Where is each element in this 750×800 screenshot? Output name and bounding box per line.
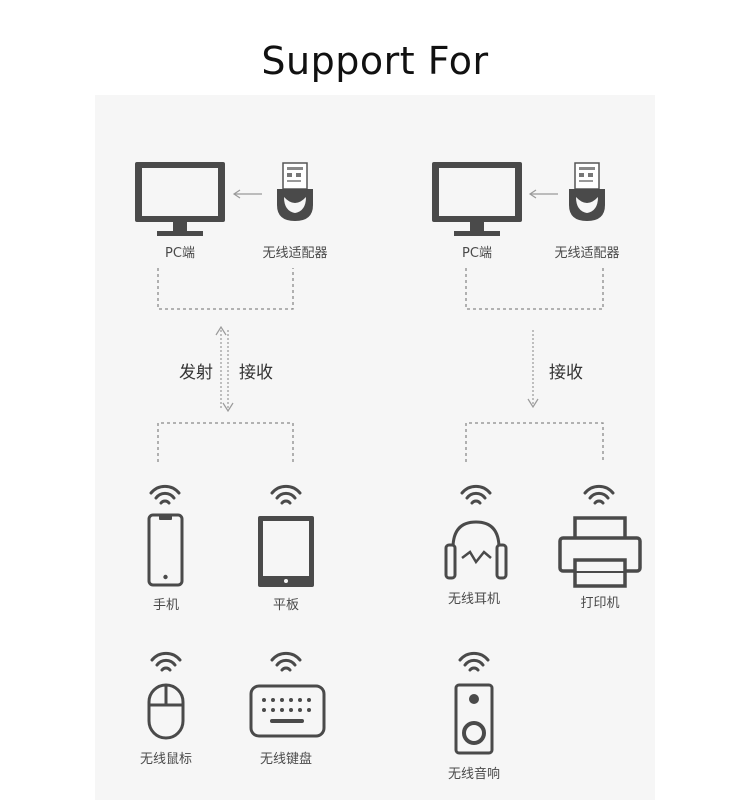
adapter-label-left: 无线适配器 [262, 246, 328, 261]
device-label-phone: 手机 [152, 598, 179, 613]
wifi-icon [270, 484, 302, 505]
receive-arrow-down-icon [527, 330, 539, 409]
wifi-icon [150, 651, 182, 672]
transmit-label: 发射 [179, 363, 213, 383]
device-label-tablet: 平板 [272, 598, 299, 613]
receive-arrow-down-icon [222, 330, 234, 413]
arrow-left-icon [528, 189, 558, 199]
arrow-left-icon [232, 189, 262, 199]
receive-label-right: 接收 [549, 363, 583, 383]
wifi-icon [270, 651, 302, 672]
tablet-icon [258, 516, 314, 587]
wifi-icon [583, 484, 615, 505]
title-line-1: Support For [261, 39, 489, 83]
usb-adapter-icon [276, 162, 314, 222]
wifi-icon [458, 651, 490, 672]
receive-label-left: 接收 [239, 363, 273, 383]
keyboard-icon [249, 684, 326, 738]
device-label-printer: 打印机 [580, 596, 620, 611]
dashed-bracket-top-right [465, 268, 604, 310]
usb-adapter-icon [568, 162, 606, 222]
monitor-icon [135, 162, 225, 236]
dashed-bracket-bottom-left [157, 422, 294, 462]
pc-label-right: PC端 [462, 246, 492, 261]
phone-icon [147, 513, 184, 587]
mouse-icon [147, 683, 185, 740]
device-label-keyboard: 无线键盘 [259, 752, 312, 767]
device-label-headphones: 无线耳机 [447, 592, 500, 607]
pc-label-left: PC端 [165, 246, 195, 261]
monitor-icon [432, 162, 522, 236]
wifi-icon [149, 484, 181, 505]
headphones-icon [444, 520, 508, 580]
speaker-icon [454, 683, 494, 755]
transmit-arrow-up-icon [215, 325, 227, 408]
adapter-label-right: 无线适配器 [554, 246, 620, 261]
device-label-mouse: 无线鼠标 [139, 752, 192, 767]
wifi-icon [460, 484, 492, 505]
device-label-speaker: 无线音响 [447, 767, 500, 782]
dashed-bracket-top-left [157, 268, 294, 310]
dashed-bracket-bottom-right [465, 422, 604, 462]
printer-icon [558, 516, 642, 588]
